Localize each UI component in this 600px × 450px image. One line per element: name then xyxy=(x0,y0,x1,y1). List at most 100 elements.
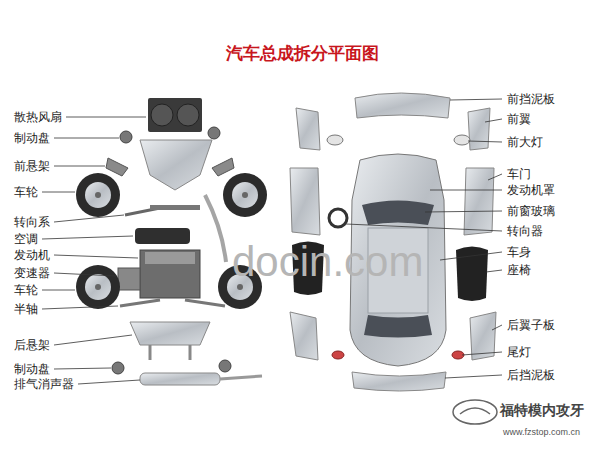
part-label: 车轮 xyxy=(14,185,38,199)
car-door xyxy=(464,168,494,235)
part-label: 后悬架 xyxy=(14,338,50,352)
logo-mark xyxy=(460,408,490,414)
part-label: 车轮 xyxy=(14,283,38,297)
wheel-rim xyxy=(85,274,111,300)
wheel-tire xyxy=(76,265,120,309)
rear-fender xyxy=(290,312,318,360)
leader-lines xyxy=(42,99,502,384)
leader-line xyxy=(54,215,124,222)
steering-column xyxy=(205,195,226,262)
leader-line xyxy=(346,224,502,231)
part-label: 后翼子板 xyxy=(507,318,555,332)
leader-line xyxy=(42,192,75,193)
leader-line xyxy=(468,141,502,142)
front-bumper xyxy=(355,93,450,118)
car-door xyxy=(290,168,320,235)
steering-wheel xyxy=(329,209,347,227)
leader-line xyxy=(42,306,118,309)
leader-line xyxy=(485,119,502,122)
leader-line xyxy=(450,99,502,100)
part-label: 车身 xyxy=(507,245,531,259)
fan-blade xyxy=(151,104,173,126)
leader-line xyxy=(66,117,146,118)
part-label: 车门 xyxy=(507,167,531,181)
part-label: 前挡泥板 xyxy=(507,92,555,106)
brake-disc xyxy=(208,127,220,139)
leader-line xyxy=(54,138,119,139)
wheel-hub xyxy=(95,284,101,290)
leader-line xyxy=(445,375,502,378)
leader-line xyxy=(54,335,132,345)
part-label: 前窗玻璃 xyxy=(507,204,555,218)
wheel-tire xyxy=(76,173,120,217)
wheel-rim xyxy=(85,182,111,208)
part-label: 尾灯 xyxy=(507,345,531,359)
brake-disc xyxy=(219,360,231,372)
front-subframe xyxy=(140,140,212,190)
leader-line xyxy=(430,190,502,191)
wheel-hub xyxy=(95,192,101,198)
leader-line xyxy=(54,368,111,369)
steering-rack xyxy=(150,205,200,210)
part-label: 散热风扇 xyxy=(14,110,62,124)
radiator-fan xyxy=(148,98,202,132)
part-label: 制动盘 xyxy=(14,131,50,145)
engine-cover xyxy=(145,252,195,264)
leader-line xyxy=(54,273,116,276)
exhaust-muffler xyxy=(140,373,220,385)
exhaust-pipe xyxy=(220,376,262,379)
watermark: docin.com xyxy=(232,237,423,287)
gearbox xyxy=(118,268,140,290)
windshield xyxy=(362,201,434,226)
brake-disc xyxy=(112,362,124,374)
headlight xyxy=(327,135,343,145)
leader-line xyxy=(42,290,75,291)
front-fender xyxy=(296,108,320,150)
leader-line xyxy=(486,270,502,272)
part-label: 变速器 xyxy=(14,266,50,280)
part-label: 前悬架 xyxy=(14,159,50,173)
leader-line xyxy=(440,252,502,260)
front-suspension-arm xyxy=(212,158,234,176)
ac-unit xyxy=(135,228,190,244)
rear-bumper xyxy=(352,372,446,391)
part-label: 发动机 xyxy=(14,248,50,262)
front-suspension-arm xyxy=(106,158,128,176)
leader-line xyxy=(78,380,140,384)
brake-disc xyxy=(120,131,132,143)
part-label: 转向系 xyxy=(14,215,50,229)
logo-url: www.fzstop.com.cn xyxy=(503,427,580,438)
leader-line xyxy=(54,166,105,167)
leader-line xyxy=(492,325,502,330)
part-label: 后挡泥板 xyxy=(507,368,555,382)
part-label: 制动盘 xyxy=(14,362,50,376)
part-label: 排气消声器 xyxy=(14,377,74,391)
wheel-hub xyxy=(242,192,248,198)
rear-strut xyxy=(189,345,192,360)
leader-line xyxy=(42,236,133,239)
part-label: 前翼 xyxy=(507,112,531,126)
rear-window xyxy=(364,315,432,338)
tail-light xyxy=(332,351,344,359)
part-label: 发动机罩 xyxy=(507,183,555,197)
part-label: 空调 xyxy=(14,232,38,246)
part-label: 半轴 xyxy=(14,302,38,316)
leader-line xyxy=(462,352,502,355)
half-shaft xyxy=(120,300,160,306)
leader-line xyxy=(425,211,502,212)
front-fender xyxy=(468,108,490,150)
wheel-rim xyxy=(232,182,258,208)
part-label: 座椅 xyxy=(507,263,531,277)
leader-line xyxy=(488,174,502,180)
fan-blade xyxy=(177,104,199,126)
logo-mark xyxy=(453,400,497,424)
rear-strut xyxy=(149,345,152,360)
logo-text: 福特模内攻牙 xyxy=(500,402,584,419)
wheel-hub xyxy=(237,284,243,290)
wheel-tire xyxy=(223,173,267,217)
part-label: 转向器 xyxy=(507,224,543,238)
headlight xyxy=(454,135,470,145)
engine-block xyxy=(140,250,200,298)
leader-line xyxy=(54,255,138,258)
